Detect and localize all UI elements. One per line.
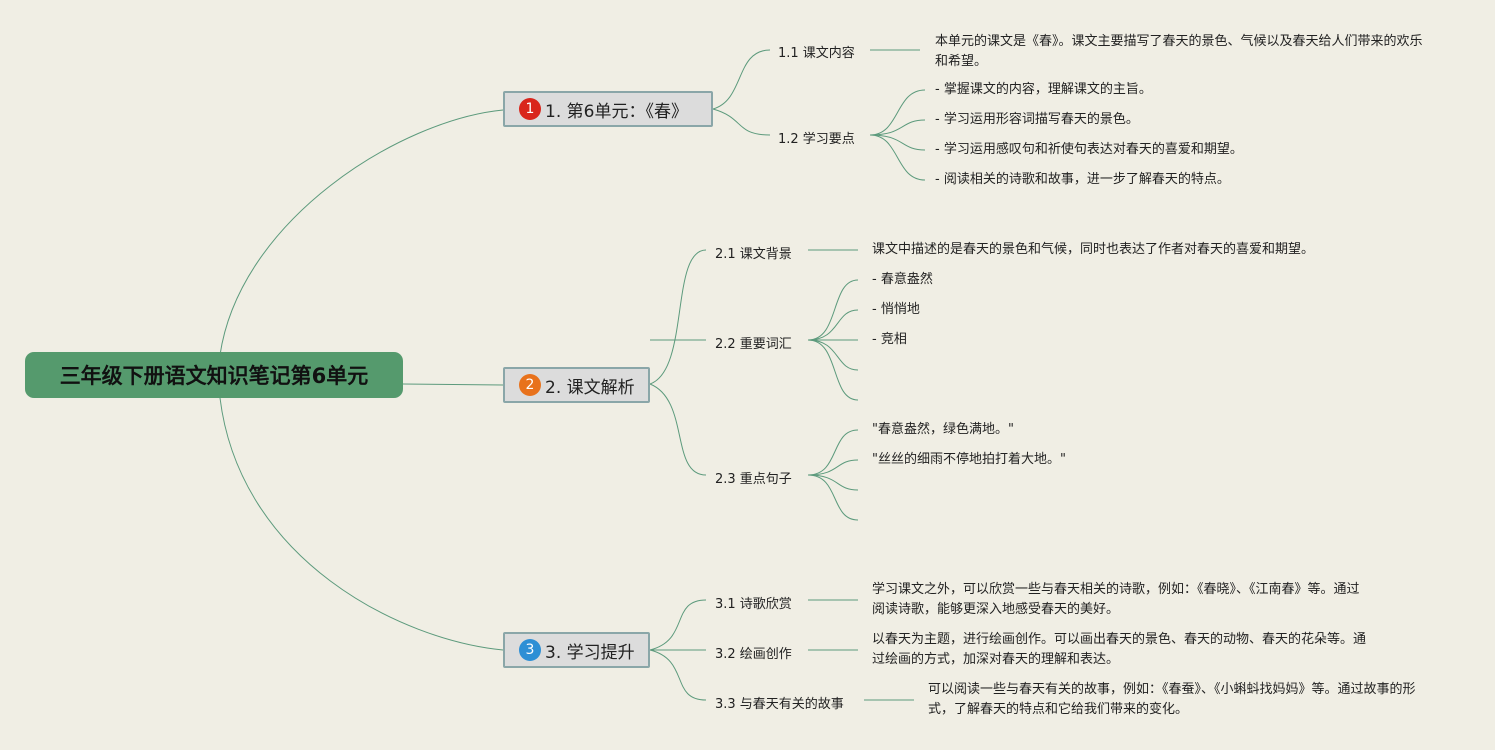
subtopic-1-2[interactable]: 1.2 学习要点: [778, 132, 855, 147]
leaf-2-1-text[interactable]: 课文中描述的是春天的景色和气候，同时也表达了作者对春天的喜爱和期望。: [872, 242, 1315, 257]
subtopic-2-1[interactable]: 2.1 课文背景: [715, 247, 792, 262]
leaf-2-3-item[interactable]: "丝丝的细雨不停地拍打着大地。": [872, 452, 1066, 467]
leaf-1-2-item[interactable]: - 掌握课文的内容，理解课文的主旨。: [935, 82, 1152, 97]
leaf-2-2-item[interactable]: - 悄悄地: [872, 302, 920, 317]
leaf-3-2-text[interactable]: 以春天为主题，进行绘画创作。可以画出春天的景色、春天的动物、春天的花朵等。通过绘…: [872, 632, 1367, 667]
branch-topic-2[interactable]: 2 2. 课文解析: [503, 367, 650, 403]
leaf-2-2-item[interactable]: - 竞相: [872, 332, 907, 347]
root-topic[interactable]: 三年级下册语文知识笔记第6单元: [25, 352, 403, 398]
root-title: 三年级下册语文知识笔记第6单元: [59, 364, 369, 388]
leaf-1-2-item[interactable]: - 学习运用形容词描写春天的景色。: [935, 112, 1139, 127]
branch-label: 3. 学习提升: [545, 642, 635, 663]
leaf-2-3-item[interactable]: "春意盎然，绿色满地。": [872, 422, 1014, 437]
leaf-3-3-text[interactable]: 可以阅读一些与春天有关的故事，例如：《春蚕》、《小蝌蚪找妈妈》等。通过故事的形式…: [928, 682, 1416, 717]
subtopic-3-3[interactable]: 3.3 与春天有关的故事: [715, 697, 844, 712]
leaf-1-2-item[interactable]: - 阅读相关的诗歌和故事，进一步了解春天的特点。: [935, 172, 1230, 187]
leaf-2-2-item[interactable]: - 春意盎然: [872, 272, 933, 287]
branch-label: 1. 第6单元：《春》: [545, 101, 688, 122]
number-badge-icon: 1: [519, 98, 541, 120]
leaf-1-1-text[interactable]: 本单元的课文是《春》。课文主要描写了春天的景色、气候以及春天给人们带来的欢乐和希…: [935, 34, 1423, 69]
subtopic-2-3[interactable]: 2.3 重点句子: [715, 472, 792, 487]
leaf-3-1-text[interactable]: 学习课文之外，可以欣赏一些与春天相关的诗歌，例如：《春晓》、《江南春》等。通过阅…: [872, 582, 1360, 617]
branch-label: 2. 课文解析: [545, 377, 635, 398]
number-badge-icon: 3: [519, 639, 541, 661]
subtopic-3-1[interactable]: 3.1 诗歌欣赏: [715, 597, 792, 612]
leaf-1-2-item[interactable]: - 学习运用感叹句和祈使句表达对春天的喜爱和期望。: [935, 142, 1243, 157]
subtopic-2-2[interactable]: 2.2 重要词汇: [715, 337, 792, 352]
subtopic-1-1[interactable]: 1.1 课文内容: [778, 46, 855, 61]
branch-topic-3[interactable]: 3 3. 学习提升: [503, 632, 650, 668]
subtopic-3-2[interactable]: 3.2 绘画创作: [715, 647, 792, 662]
branch-topic-1[interactable]: 1 1. 第6单元：《春》: [503, 91, 713, 127]
number-badge-icon: 2: [519, 374, 541, 396]
